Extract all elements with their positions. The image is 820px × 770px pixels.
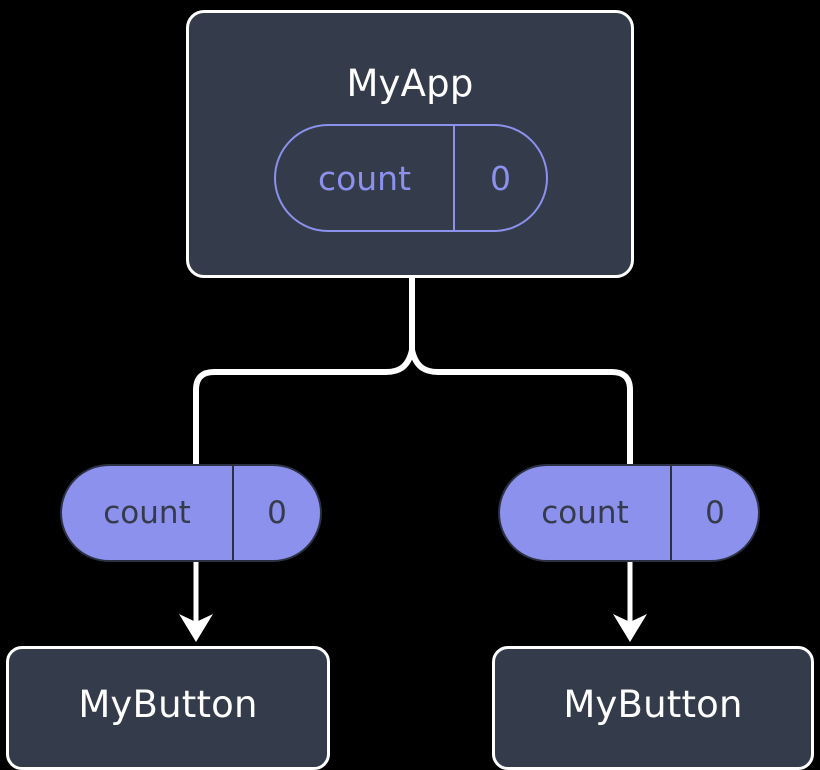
arrow-head-right-icon	[613, 614, 647, 642]
state-pill-root-value: 0	[490, 158, 511, 198]
wire-branch-right	[409, 349, 633, 468]
state-pill-child-right-key: count	[500, 466, 672, 560]
state-pill-child-right-value: 0	[705, 494, 725, 531]
state-pill-child-left[interactable]: count 0	[60, 464, 322, 562]
state-pill-child-left-key: count	[62, 466, 234, 560]
state-pill-child-left-value: 0	[267, 494, 287, 531]
wire-branch-left	[193, 349, 415, 468]
widget-label-child-right: MyButton	[563, 683, 743, 726]
state-pill-root[interactable]: count 0	[274, 124, 548, 232]
state-pill-child-right[interactable]: count 0	[498, 464, 760, 562]
widget-label-root: MyApp	[346, 62, 474, 105]
widget-box-child-left[interactable]: MyButton	[6, 646, 330, 770]
arrow-head-left-icon	[179, 614, 213, 642]
widget-box-child-right[interactable]: MyButton	[492, 646, 814, 770]
state-pill-root-key: count	[276, 126, 455, 230]
widget-label-child-left: MyButton	[78, 683, 258, 726]
